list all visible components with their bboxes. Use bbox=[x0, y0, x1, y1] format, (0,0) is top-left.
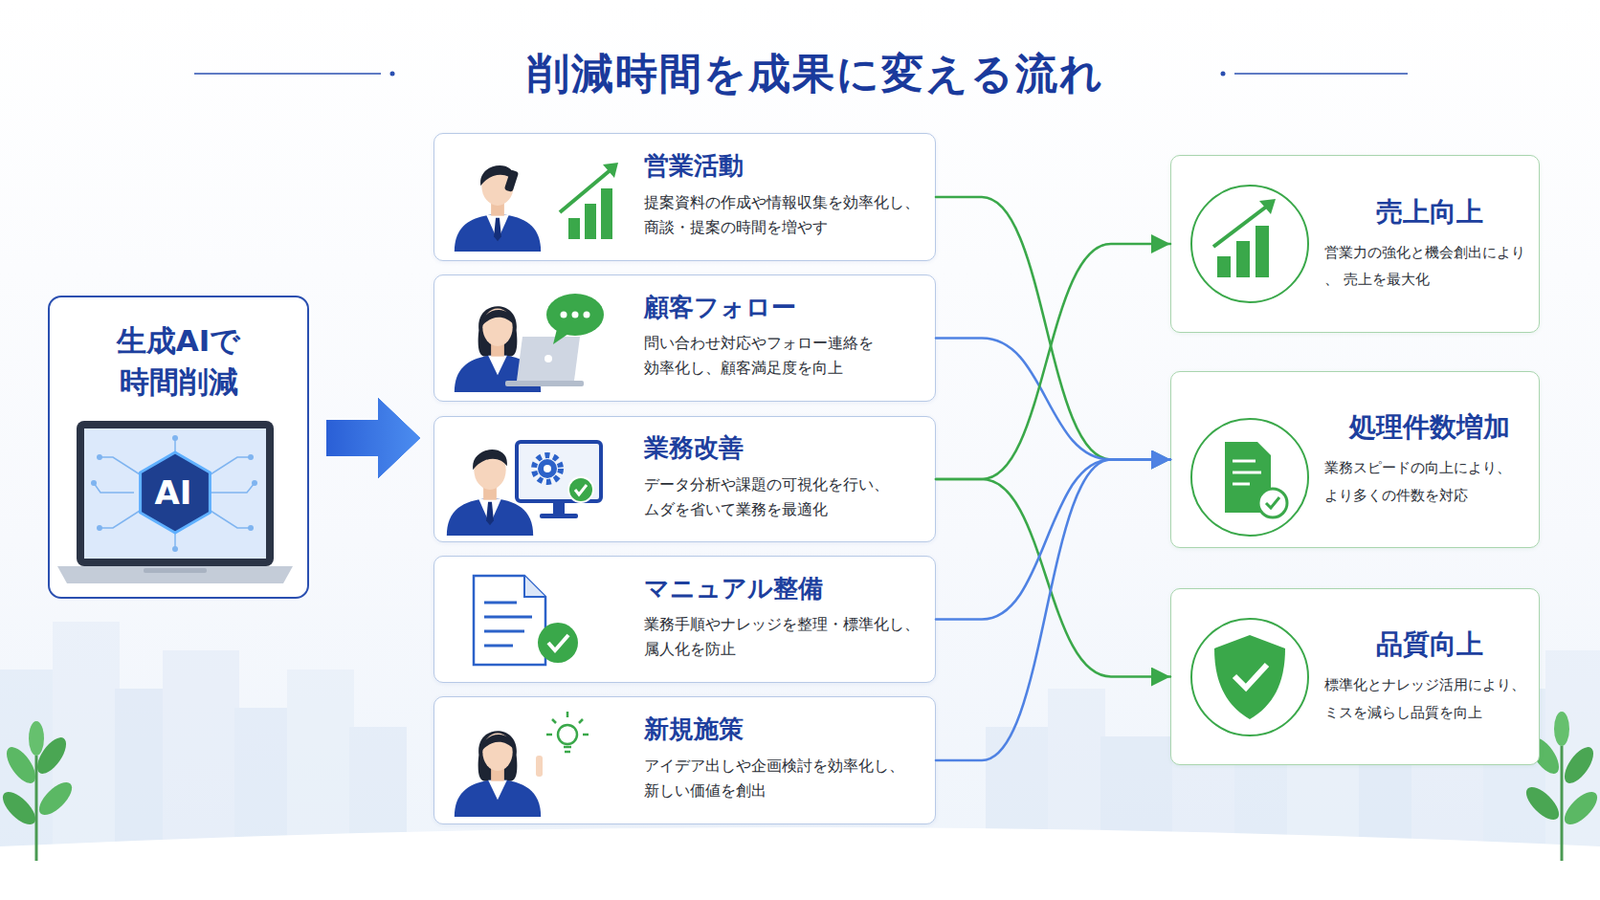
box-body: 標準化とナレッジ活用により、 ミスを減らし品質を向上 bbox=[1324, 671, 1535, 727]
box-body: 業務スピードの向上により、 より多くの件数を対応 bbox=[1324, 454, 1535, 510]
title-rule bbox=[390, 71, 396, 77]
flow-connector bbox=[935, 460, 1171, 762]
leaves-right bbox=[1558, 786, 1600, 830]
box-heading: 処理件数増加 bbox=[1324, 410, 1535, 445]
flow-connector bbox=[935, 197, 1171, 461]
flow-connector bbox=[935, 479, 1171, 678]
leaves-right bbox=[1560, 746, 1564, 862]
activity-box: マニュアル整備業務手順やナレッジを整理・標準化し、 属人化を防止 bbox=[433, 555, 936, 684]
block-arrow bbox=[326, 398, 421, 479]
activity-box: 業務改善データ分析や課題の可視化を行い、 ムダを省いて業務を最適化 bbox=[433, 416, 936, 543]
title-rule bbox=[1221, 71, 1226, 77]
activity-box: 新規施策アイデア出しや企画検討を効率化し、 新しい価値を創出 bbox=[433, 696, 936, 825]
leaves-left bbox=[0, 721, 78, 862]
title-rule bbox=[194, 72, 381, 75]
flow-connector bbox=[935, 244, 1171, 480]
box-body: アイデア出しや企画検討を効率化し、 新しい価値を創出 bbox=[644, 754, 928, 804]
block-arrow bbox=[326, 398, 421, 479]
outcome-box: 処理件数増加業務スピードの向上により、 より多くの件数を対応 bbox=[1170, 371, 1540, 549]
diagram-title: 削減時間を成果に変える流れ bbox=[432, 45, 1199, 102]
leaves-left bbox=[0, 786, 42, 830]
block-arrow bbox=[326, 398, 421, 479]
title-rule bbox=[1234, 72, 1408, 75]
box-body: 営業力の強化と機会創出により、 売上を最大化 bbox=[1324, 239, 1535, 294]
block-arrow bbox=[326, 398, 421, 479]
box-heading: マニュアル整備 bbox=[644, 573, 928, 606]
flow-connector bbox=[935, 460, 1171, 621]
outcome-box: 売上向上営業力の強化と機会創出により、 売上を最大化 bbox=[1170, 155, 1540, 334]
leaves-left bbox=[35, 755, 39, 862]
flow-connector bbox=[935, 338, 1171, 461]
leaves-left bbox=[28, 721, 45, 756]
leaves-left bbox=[33, 777, 77, 821]
box-heading: 営業活動 bbox=[644, 150, 928, 183]
outcome-box: 品質向上標準化とナレッジ活用により、 ミスを減らし品質を向上 bbox=[1170, 588, 1540, 766]
box-heading: 新規施策 bbox=[644, 713, 928, 747]
box-body: 問い合わせ対応やフォロー連絡を 効率化し、顧客満足度を向上 bbox=[644, 331, 928, 381]
activity-box: 顧客フォロー問い合わせ対応やフォロー連絡を 効率化し、顧客満足度を向上 bbox=[433, 274, 936, 402]
leaves-right bbox=[1558, 742, 1600, 789]
source-box: 生成AIで 時間削減 bbox=[47, 295, 310, 600]
block-arrow bbox=[326, 398, 421, 479]
box-heading: 業務改善 bbox=[644, 432, 928, 466]
box-body: データ分析や課題の可視化を行い、 ムダを省いて業務を最適化 bbox=[644, 472, 928, 523]
box-heading: 顧客フォロー bbox=[644, 291, 928, 325]
ground bbox=[0, 827, 1600, 900]
leaves-right bbox=[1520, 781, 1564, 825]
box-body: 提案資料の作成や情報収集を効率化し、 商談・提案の時間を増やす bbox=[644, 190, 928, 241]
ai-badge-label: AI bbox=[134, 473, 212, 512]
leaves-right bbox=[1554, 711, 1570, 747]
box-heading: 品質向上 bbox=[1324, 627, 1535, 663]
box-body: 業務手順やナレッジを整理・標準化し、 属人化を防止 bbox=[644, 612, 928, 663]
box-heading: 生成AIで 時間削減 bbox=[78, 320, 280, 403]
activity-box: 営業活動提案資料の作成や情報収集を効率化し、 商談・提案の時間を増やす bbox=[433, 133, 936, 262]
box-heading: 売上向上 bbox=[1324, 195, 1535, 230]
